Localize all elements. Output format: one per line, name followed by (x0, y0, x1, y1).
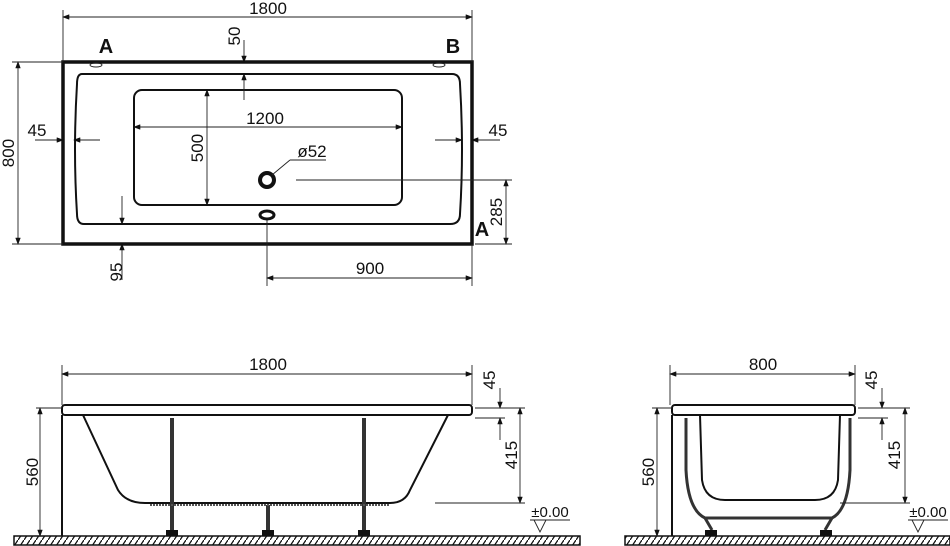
dim-rim-bottom: 95 (107, 263, 126, 282)
dim-end-total-height: 560 (639, 458, 658, 486)
support-frame (684, 418, 852, 531)
dim-rim-top: 50 (225, 27, 244, 46)
dim-side-rim-thickness: 45 (480, 371, 499, 390)
dim-end-depth: 415 (885, 441, 904, 469)
tub-rim (671, 404, 856, 416)
side-view: 1800 45 415 560 ±0.00 (13, 355, 581, 546)
floor (624, 535, 950, 546)
dim-side-depth: 415 (502, 441, 521, 469)
dim-overall-length: 1800 (249, 0, 287, 18)
dim-drain-diameter: ø52 (297, 142, 326, 161)
corner-label-a: A (99, 36, 113, 58)
floor-level-label: ±0.00 (531, 504, 568, 521)
dim-basin-width: 500 (188, 134, 207, 162)
floor-level-label: ±0.00 (909, 504, 946, 521)
dim-side-length: 1800 (249, 355, 287, 374)
dim-end-width: 800 (749, 355, 777, 374)
overflow-icon (258, 209, 276, 221)
dim-rim-left: 45 (28, 121, 47, 140)
basin-outline (133, 89, 403, 206)
corner-label-b: B (446, 36, 460, 58)
end-view: 800 45 415 560 ±0.00 (624, 355, 950, 546)
tub-body (671, 414, 841, 536)
dim-end-rim-thickness: 45 (862, 371, 881, 390)
top-view: 1800 800 50 45 45 1200 500 ø52 285 95 90… (0, 0, 512, 286)
tub-rim-inner (74, 73, 463, 225)
dim-basin-length: 1200 (246, 109, 284, 128)
tub-rim (61, 404, 473, 416)
dim-rim-right: 45 (489, 121, 508, 140)
dim-side-total-height: 560 (23, 458, 42, 486)
floor (13, 535, 581, 546)
dim-drain-offset-end: 900 (356, 259, 384, 278)
drain-icon (258, 171, 276, 189)
tub-outline (61, 60, 474, 246)
corner-label-a-right: A (475, 219, 489, 241)
dim-drain-offset-side: 285 (487, 198, 506, 226)
dim-overall-width: 800 (0, 139, 18, 167)
tub-body (61, 414, 449, 536)
